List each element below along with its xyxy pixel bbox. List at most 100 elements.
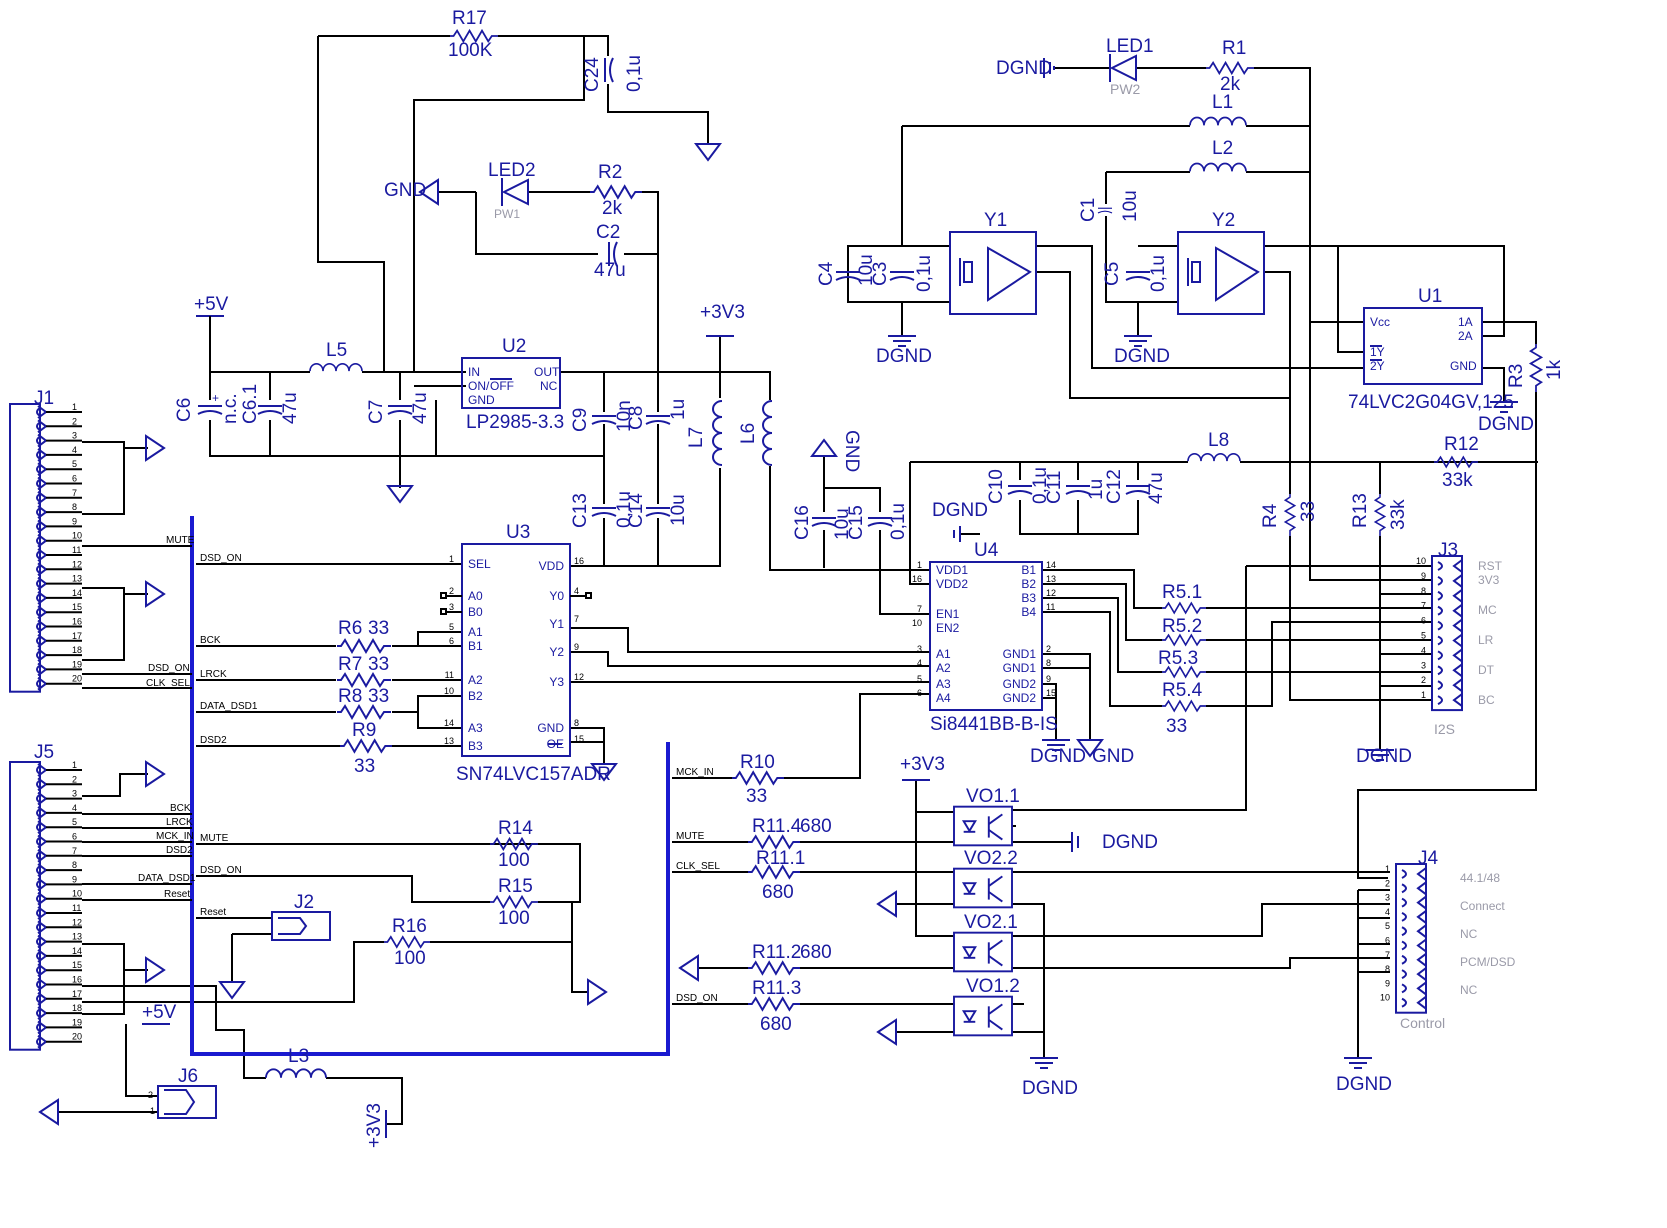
u4-digital-isolator: [929, 561, 1043, 711]
svg-text:0,1u: 0,1u: [1148, 255, 1169, 292]
header-pin-number: 6: [1421, 616, 1426, 626]
svg-text:LP2985-3.3: LP2985-3.3: [466, 412, 564, 433]
vo2-1-optocoupler: [953, 931, 1013, 973]
ic-pin-label: B1: [1021, 563, 1036, 577]
r5-4-resistor: [1161, 700, 1207, 712]
svg-text:2Y: 2Y: [1370, 359, 1385, 373]
header-pin-contact: [1401, 997, 1407, 1008]
header-pin-number: 18: [72, 645, 82, 655]
svg-text:ON/: ON/: [468, 379, 490, 393]
c5-capacitor: [1125, 271, 1151, 281]
header-pin: [1416, 924, 1427, 938]
l6-inductor: [761, 399, 774, 467]
gnd-arrow-icon: [877, 891, 897, 917]
svg-text:10n: 10n: [614, 400, 635, 432]
header-pin-number: 8: [1421, 586, 1426, 596]
svg-text:C4: C4: [816, 261, 837, 286]
ic-pin-number: 15: [1046, 688, 1056, 698]
svg-text:PCM/DSD: PCM/DSD: [1460, 955, 1516, 969]
svg-text:DGND: DGND: [876, 346, 932, 367]
svg-text:0,1u: 0,1u: [614, 491, 635, 528]
header-pin-contact: [36, 922, 41, 933]
r11-2-resistor: [747, 961, 801, 975]
svg-text:LRCK: LRCK: [200, 669, 227, 680]
header-pin-contact: [1401, 926, 1407, 937]
header-pin-contact: [36, 908, 41, 918]
svg-text:OFF: OFF: [490, 379, 514, 393]
ic-pin-number: 7: [917, 604, 922, 614]
header-pin-number: 9: [1421, 571, 1426, 581]
header-pin-contact: [1401, 954, 1407, 965]
r5-1-resistor: [1161, 602, 1207, 614]
svg-text:VO2.2: VO2.2: [964, 848, 1018, 869]
header-pin-number: 10: [72, 531, 82, 541]
header-pin-number: 11: [72, 903, 81, 913]
led2-diode: [501, 178, 529, 206]
r15-resistor: [489, 895, 539, 909]
svg-text:IN: IN: [468, 365, 480, 379]
net-labels: MUTE DSD_ON CLK_SEL BCK LRCK MCK_IN DSD2…: [138, 535, 720, 1004]
ic-pin-number: 6: [449, 636, 454, 646]
r8-resistor: [335, 704, 393, 720]
header-pin-number: 9: [72, 874, 77, 884]
header-pin-contact: [1401, 883, 1407, 894]
header-pin-contact: [36, 779, 41, 790]
header-pin-number: 8: [72, 502, 77, 512]
header-pin-number: 3: [72, 789, 77, 799]
header-pin: [1416, 981, 1427, 996]
c6-capacitor: [197, 405, 223, 415]
header-pin-contact: [36, 836, 41, 847]
ic-pin-label: Y3: [549, 675, 564, 689]
u1-inverter: [1363, 307, 1483, 385]
svg-text:10u: 10u: [856, 254, 877, 286]
header-pin-number: 7: [72, 846, 77, 856]
header-pin-number: 9: [1385, 978, 1390, 988]
header-pin-number: 14: [72, 946, 82, 956]
y1-oscillator: [949, 231, 1037, 315]
header-pin-number: 7: [1421, 601, 1426, 611]
header-pin: [1416, 895, 1427, 910]
wires: [58, 35, 1538, 1125]
svg-text:DGND: DGND: [1022, 1078, 1078, 1099]
j5-ref: J5: [34, 742, 54, 763]
header-pin-number: 3: [1421, 660, 1426, 670]
c9-capacitor: [591, 415, 617, 425]
svg-text:GND: GND: [384, 180, 426, 201]
header-pin-number: 1: [1421, 690, 1426, 700]
header-pin-contact: [36, 850, 41, 861]
header-pin-contact: [36, 407, 41, 417]
header-pin-number: 16: [72, 975, 82, 985]
svg-text:Reset: Reset: [164, 889, 190, 900]
header-pin: [1452, 633, 1463, 648]
header-pin-contact: [36, 535, 41, 546]
svg-text:33: 33: [746, 786, 767, 807]
header-pin: [1452, 574, 1463, 588]
ic-pin-number: 1: [917, 560, 922, 570]
ic-pin-number: 13: [1046, 574, 1056, 584]
svg-text:+3V3: +3V3: [900, 754, 945, 775]
header-pin-number: 2: [1421, 675, 1426, 685]
svg-text:Y2: Y2: [1212, 210, 1235, 231]
header-pin-number: 8: [72, 860, 77, 870]
header-pin-contact: [36, 951, 41, 961]
ic-pin-label: Y0: [549, 589, 564, 603]
c1-capacitor: [1096, 206, 1114, 215]
svg-text:NC: NC: [1460, 983, 1478, 997]
svg-text:C8: C8: [626, 406, 647, 430]
header-pin-number: 3: [72, 431, 77, 441]
header-pin-contact: [1401, 912, 1407, 922]
r4-resistor: [1284, 493, 1296, 537]
ic-pin-label: B2: [468, 689, 483, 703]
c24-capacitor: [603, 56, 615, 84]
svg-text:R8: R8: [338, 686, 362, 707]
u3-nc-pins: [440, 592, 592, 615]
svg-text:R4: R4: [1260, 503, 1281, 528]
svg-text:DSD_ON: DSD_ON: [676, 993, 718, 1004]
header-pin-number: 1: [72, 760, 77, 770]
svg-text:R17: R17: [452, 8, 487, 29]
svg-text:2k: 2k: [1220, 74, 1241, 95]
ic-pin-number: 8: [1046, 658, 1051, 668]
